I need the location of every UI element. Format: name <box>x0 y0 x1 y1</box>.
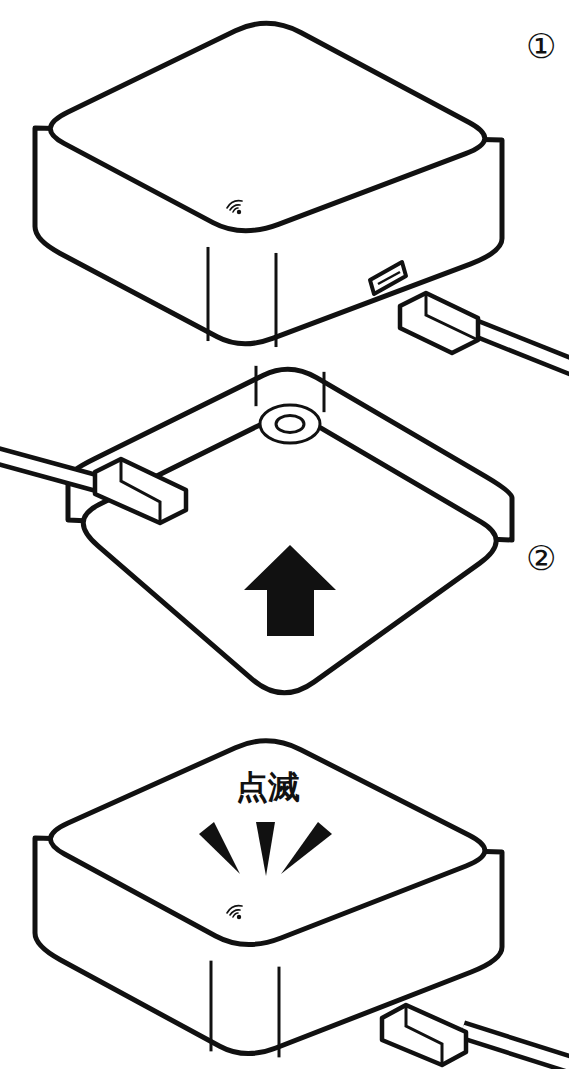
device-edge <box>255 366 258 406</box>
wifi-dot <box>237 210 241 214</box>
device-edge <box>210 961 213 1052</box>
usb-cable <box>462 1030 569 1066</box>
hub-device <box>68 366 512 693</box>
step-number: ① <box>526 28 556 65</box>
device-edge <box>323 372 326 412</box>
device-edge <box>207 247 210 341</box>
step-number: ② <box>526 540 556 577</box>
pairing-button <box>276 416 304 433</box>
device-edge <box>278 967 281 1058</box>
blink-ray <box>281 822 332 874</box>
device-wall-guide <box>217 252 502 344</box>
wifi-indicator <box>227 906 242 920</box>
device-edge <box>275 253 278 347</box>
usb-plug <box>400 293 478 353</box>
usb-plug-edge <box>406 1005 442 1065</box>
usb-plug <box>382 1005 466 1065</box>
pairing-button <box>260 405 320 443</box>
usb-cable <box>0 455 100 484</box>
usb-port-slot <box>378 272 400 284</box>
usb-plug-edge <box>426 293 478 340</box>
usb-port <box>370 262 406 294</box>
press-arrow <box>244 545 336 636</box>
usb-cable <box>0 455 100 484</box>
hub-device <box>35 741 502 1058</box>
usb-cable <box>462 1030 569 1066</box>
wifi-indicator <box>227 201 242 215</box>
usb-cable <box>470 326 569 368</box>
status-note: 点滅 <box>236 770 300 805</box>
usb-plug <box>95 459 186 523</box>
usb-plug-edge <box>121 459 160 523</box>
device-face <box>83 418 496 692</box>
blink-ray <box>199 822 240 874</box>
usb-cable <box>470 326 569 368</box>
device-face <box>50 23 484 230</box>
blink-ray <box>256 822 275 876</box>
device-face <box>50 741 484 945</box>
wifi-dot <box>237 915 241 919</box>
